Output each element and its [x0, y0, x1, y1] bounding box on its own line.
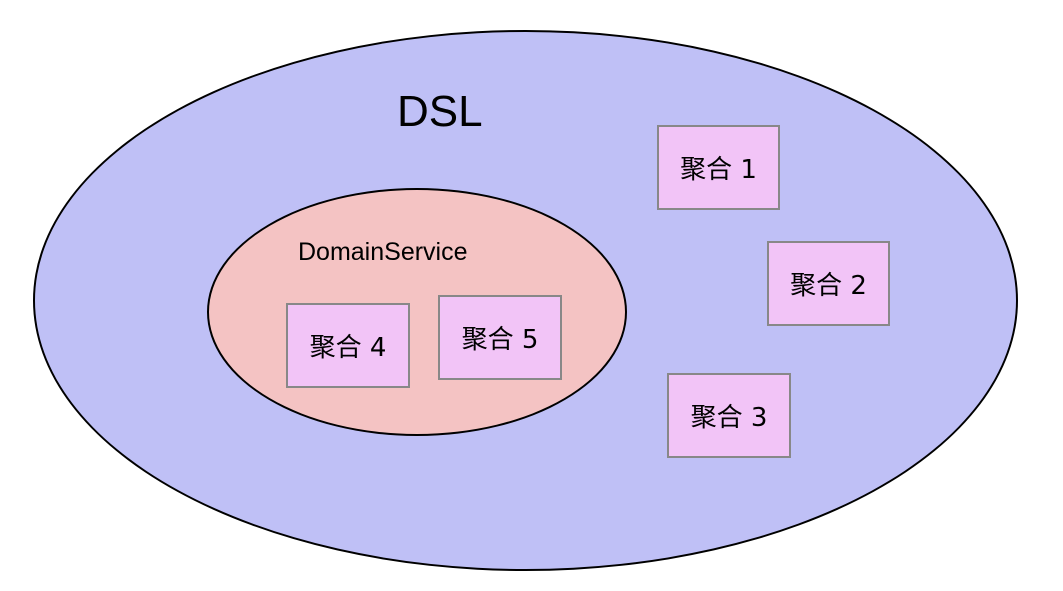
aggregate-2-box: 聚合 2: [767, 241, 890, 326]
domain-service-label: DomainService: [298, 238, 468, 266]
aggregate-1-box: 聚合 1: [657, 125, 780, 210]
aggregate-4-box: 聚合 4: [286, 303, 410, 388]
aggregate-3-box: 聚合 3: [667, 373, 791, 458]
aggregate-5-box: 聚合 5: [438, 295, 562, 380]
dsl-label: DSL: [397, 87, 483, 136]
domain-service-ellipse: [207, 188, 627, 436]
